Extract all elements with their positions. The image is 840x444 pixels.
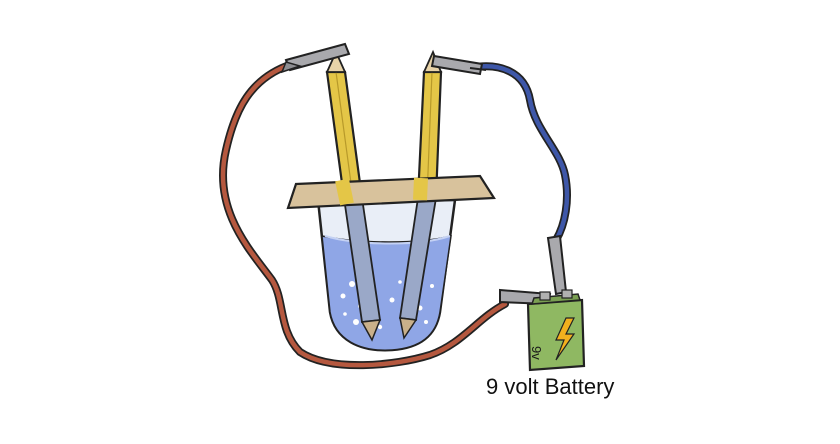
water <box>321 234 452 351</box>
clip-right-pencil <box>430 54 487 76</box>
clip-left-pencil <box>280 42 351 74</box>
clip-battery-top <box>546 234 568 296</box>
right-wire <box>466 62 571 244</box>
lightning-bolt-icon <box>555 317 576 361</box>
cardboard-card <box>286 174 496 210</box>
battery: 9v <box>526 289 586 372</box>
glass-of-water <box>316 198 457 352</box>
battery-caption: 9 volt Battery <box>486 374 615 399</box>
battery-label: 9v <box>529 346 544 360</box>
